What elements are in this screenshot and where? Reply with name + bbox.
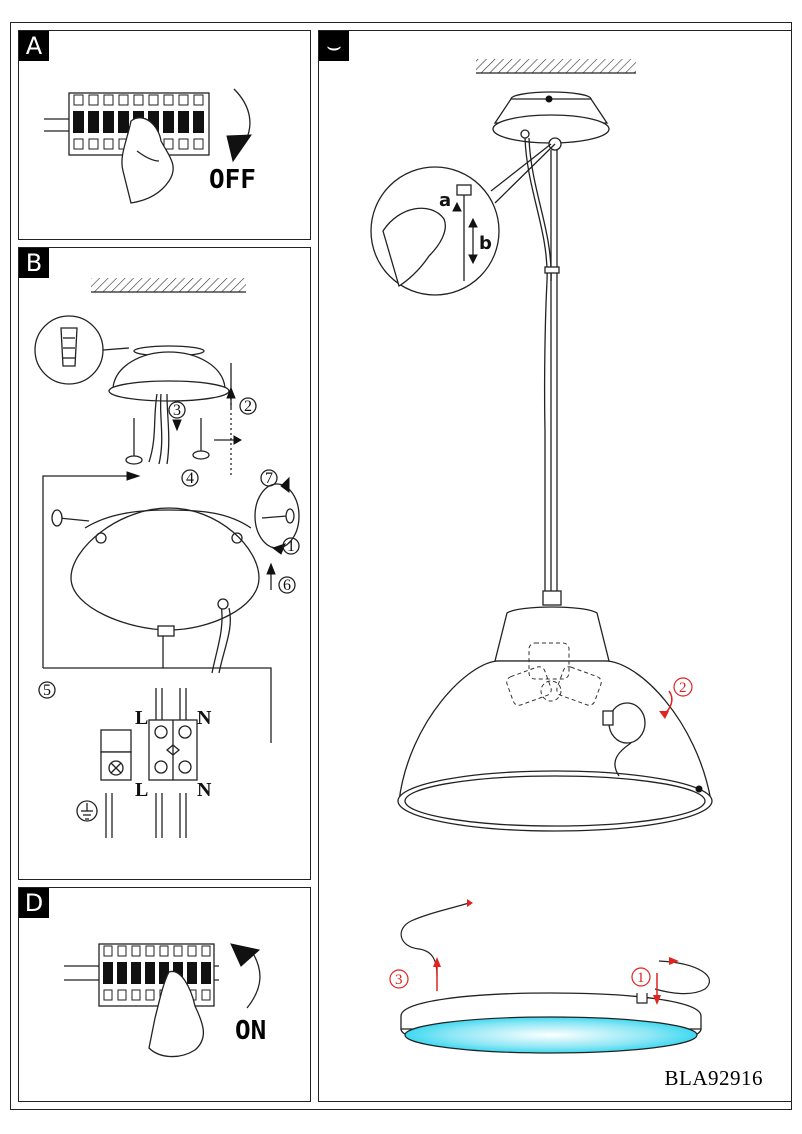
step-marker: 5 bbox=[38, 681, 56, 699]
on-label: ON bbox=[235, 1016, 267, 1046]
detail-label-a: a bbox=[439, 190, 451, 211]
step-marker: 3 bbox=[168, 401, 186, 419]
screw-icon bbox=[51, 509, 90, 527]
off-label: OFF bbox=[209, 165, 256, 195]
screw-icon bbox=[192, 418, 210, 460]
breaker-off-illustration bbox=[44, 88, 252, 204]
panel-b: B bbox=[18, 247, 311, 880]
earth-ground-icon bbox=[76, 800, 98, 822]
step-marker: 2 bbox=[673, 677, 693, 697]
panel-a-tag: A bbox=[19, 31, 49, 61]
step-marker: 7 bbox=[260, 469, 278, 487]
panel-c: ⌣ bbox=[318, 30, 792, 1102]
step-marker: 3 bbox=[389, 969, 409, 989]
svg-text:2: 2 bbox=[244, 398, 252, 415]
panel-d-tag: D bbox=[19, 888, 49, 918]
detail-label-b: b bbox=[479, 233, 492, 254]
ring-glow bbox=[404, 1016, 698, 1054]
svg-text:1: 1 bbox=[637, 970, 645, 986]
pendant-assembly-illustration: a b bbox=[370, 59, 713, 1054]
step-marker: 4 bbox=[181, 469, 199, 487]
canopy-mounting-illustration: 3 2 4 7 1 6 5 bbox=[34, 278, 300, 838]
svg-text:4: 4 bbox=[186, 470, 194, 487]
neutral-label: N bbox=[197, 779, 212, 801]
neutral-label: N bbox=[197, 707, 212, 729]
step-marker: 1 bbox=[631, 967, 651, 987]
step-marker: 1 bbox=[282, 537, 300, 555]
bulb-icon bbox=[602, 702, 646, 777]
step-marker: 2 bbox=[239, 397, 257, 415]
svg-text:7: 7 bbox=[265, 470, 273, 487]
live-label: L bbox=[135, 779, 148, 801]
svg-text:2: 2 bbox=[679, 680, 687, 696]
svg-text:1: 1 bbox=[287, 538, 295, 555]
svg-text:3: 3 bbox=[395, 972, 403, 988]
live-label: L bbox=[135, 707, 148, 729]
screw-icon bbox=[125, 418, 143, 465]
svg-text:6: 6 bbox=[283, 577, 291, 594]
svg-text:5: 5 bbox=[43, 682, 51, 699]
svg-text:3: 3 bbox=[173, 402, 181, 419]
panel-c-tag: ⌣ bbox=[319, 31, 349, 61]
panel-d: D ON bbox=[18, 887, 311, 1102]
step-marker: 6 bbox=[278, 576, 296, 594]
panel-b-tag: B bbox=[19, 248, 49, 278]
panel-a: A OFF bbox=[18, 30, 311, 240]
breaker-on-illustration bbox=[64, 943, 261, 1058]
product-code: BLA92916 bbox=[664, 1066, 763, 1090]
